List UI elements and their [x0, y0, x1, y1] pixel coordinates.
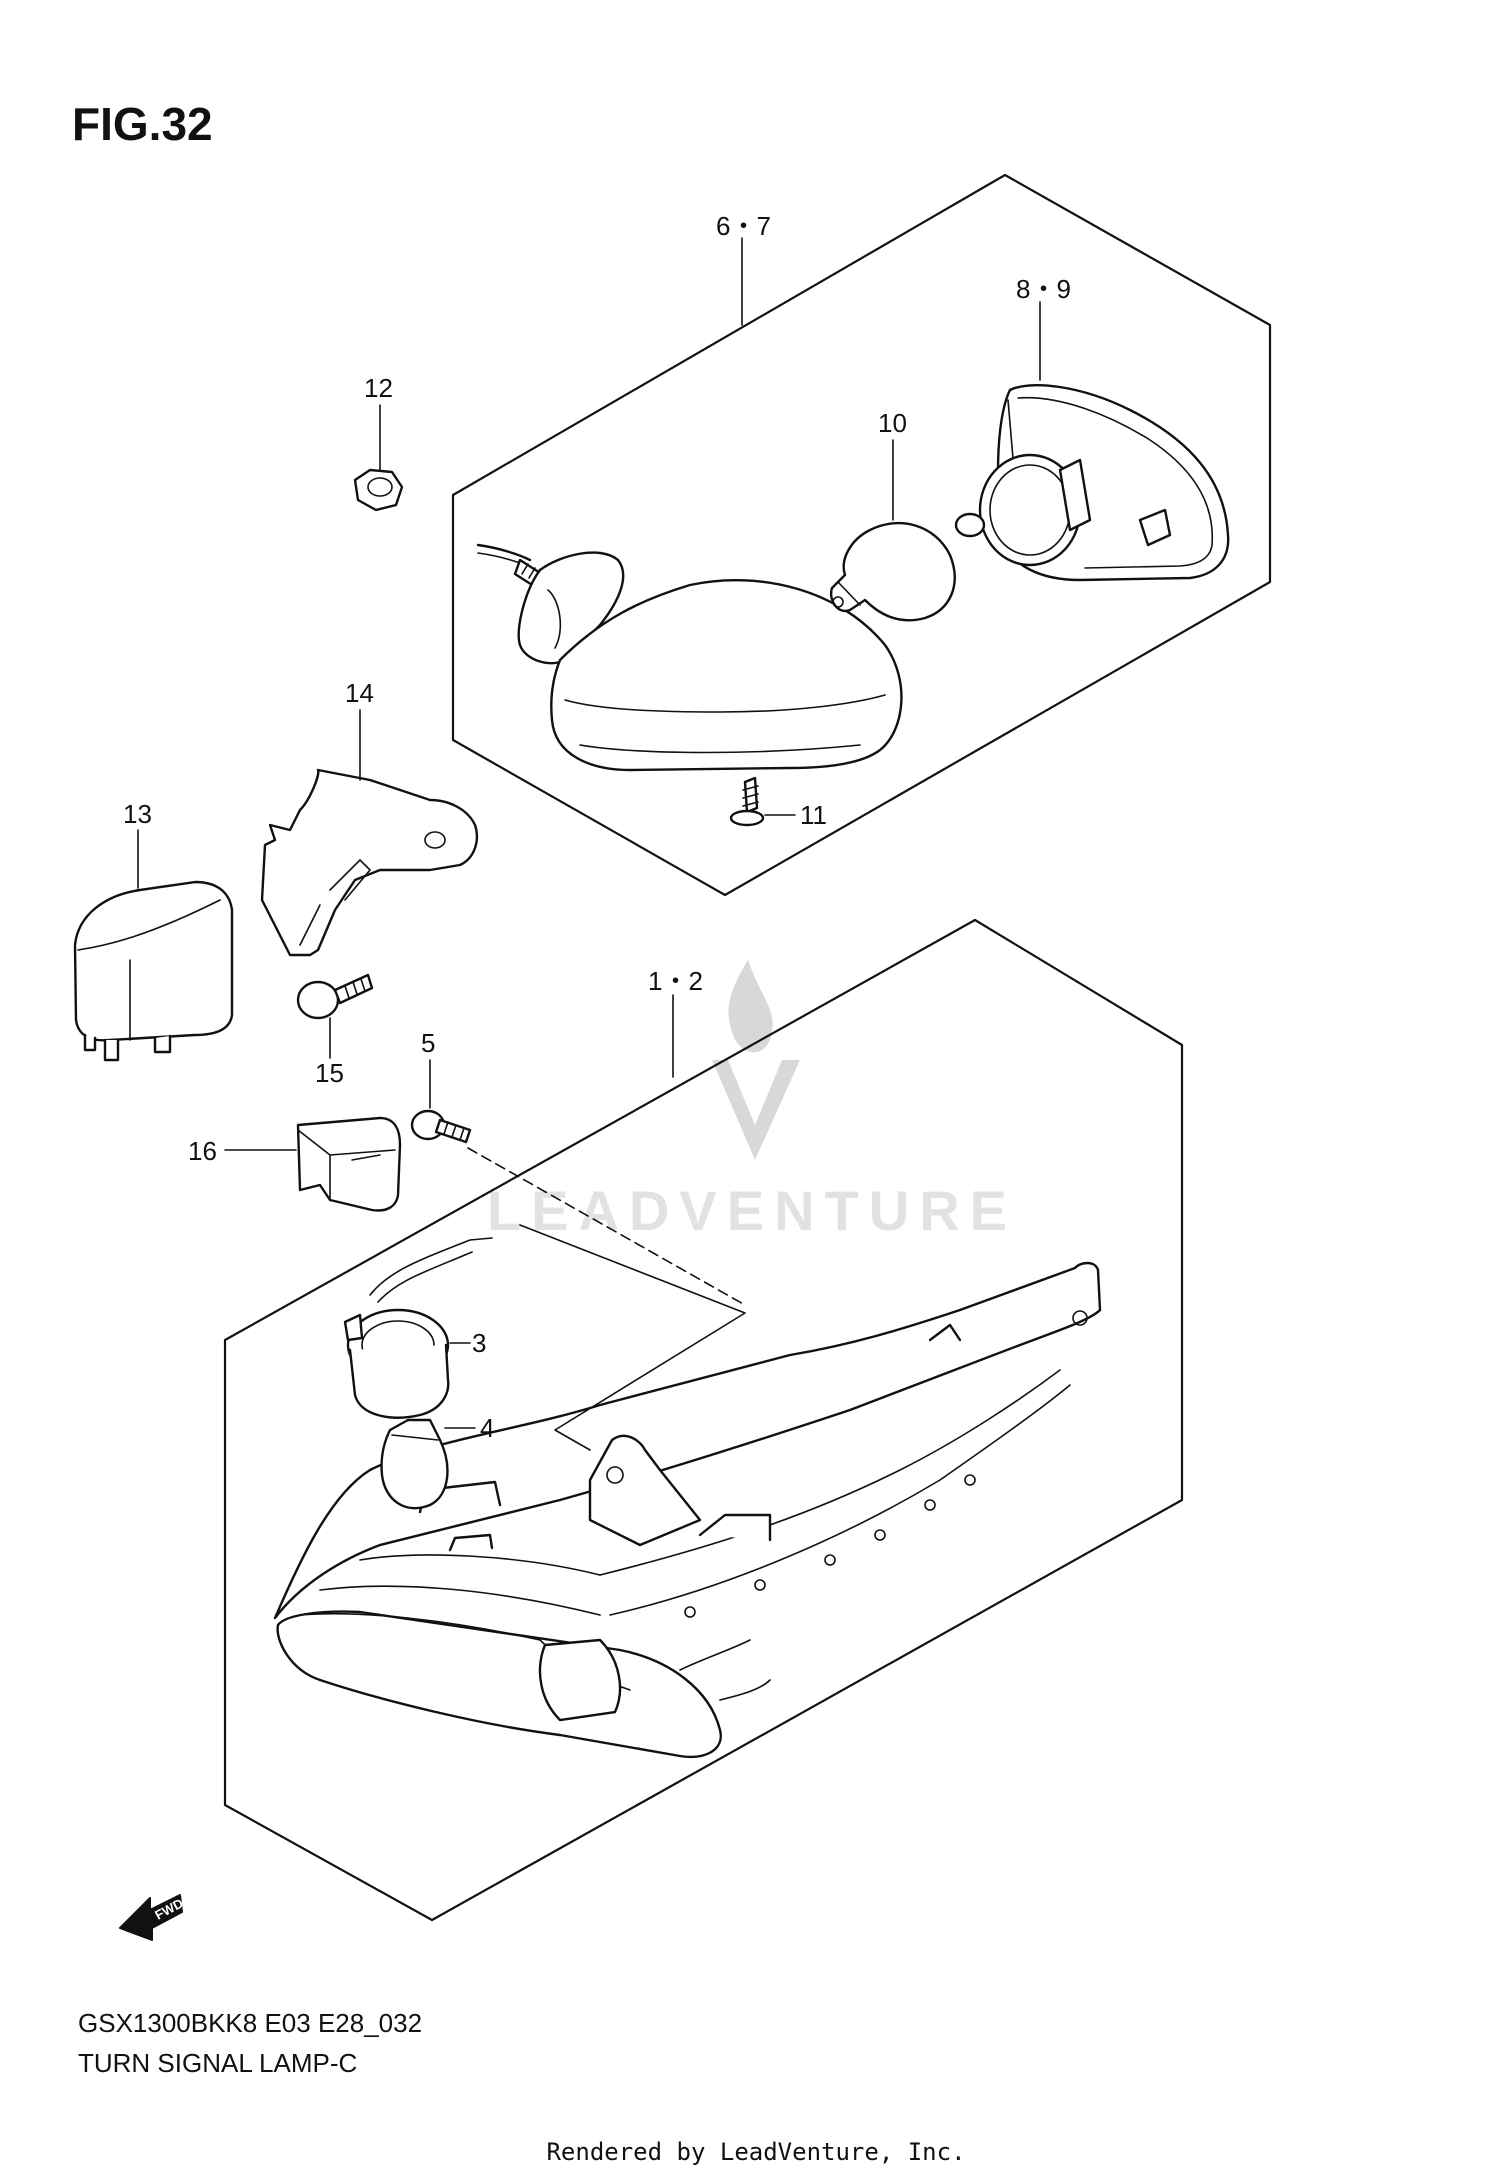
rendered-by: Rendered by LeadVenture, Inc.: [546, 2138, 965, 2166]
bracket-part-14: [260, 768, 479, 957]
bulb-part-4: [380, 1418, 449, 1510]
assembly-guide-line: [519, 1224, 746, 1451]
screw-5-axis: [467, 1147, 746, 1306]
callout-1-2: 1・2: [648, 966, 703, 996]
screw-part-5: [410, 1109, 472, 1144]
socket-part-3: [343, 1237, 493, 1419]
callout-8-9: 8・9: [1016, 274, 1071, 304]
callout-14: 14: [345, 678, 374, 708]
upper-assembly-frame: [451, 173, 1272, 897]
flame-icon: [728, 960, 773, 1053]
callout-4: 4: [480, 1413, 494, 1443]
callout-13: 13: [123, 799, 152, 829]
turn-signal-lamp-rear: [476, 543, 903, 772]
bulb-part-10: [829, 522, 956, 622]
turn-signal-lamp-front: [273, 1261, 1102, 1759]
callout-3: 3: [472, 1328, 486, 1358]
watermark-text: LEADVENTURE: [487, 1179, 1017, 1242]
nut-part-12: [353, 468, 404, 512]
callout-16: 16: [188, 1136, 217, 1166]
callout-10: 10: [878, 408, 907, 438]
callout-5: 5: [421, 1028, 435, 1058]
figure-name: TURN SIGNAL LAMP-C: [78, 2048, 357, 2078]
figure-code: GSX1300BKK8 E03 E28_032: [78, 2008, 422, 2038]
v-logo-icon: [712, 1060, 800, 1160]
figure-title: FIG.32: [72, 98, 213, 150]
callout-11: 11: [800, 800, 827, 830]
bolt-part-15: [296, 973, 374, 1020]
relay-part-13: [73, 880, 234, 1062]
lamp-lens-housing: [954, 383, 1230, 582]
callout-6-7: 6・7: [716, 211, 771, 241]
cover-part-16: [296, 1116, 402, 1212]
callout-15: 15: [315, 1058, 344, 1088]
fwd-arrow-icon: FWD: [119, 1894, 186, 1941]
callout-12: 12: [364, 373, 393, 403]
screw-part-11: [729, 776, 765, 827]
leadventure-watermark: LEADVENTURE: [487, 960, 1017, 1242]
lower-assembly-frame: [223, 918, 1184, 1922]
